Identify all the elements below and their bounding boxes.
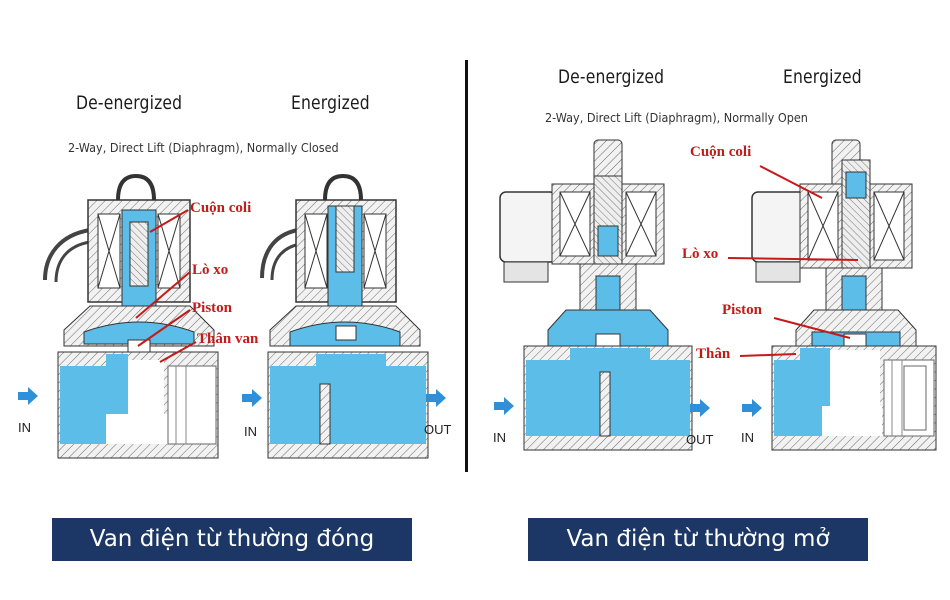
no-heading-deenergized: De-energized — [558, 66, 665, 88]
no-out-arrow — [690, 399, 710, 417]
no-callout-piston: Piston — [722, 302, 763, 318]
nc-heading-energized: Energized — [291, 92, 370, 114]
no-subtitle: 2-Way, Direct Lift (Diaphragm), Normally… — [545, 110, 808, 125]
nc-callout-coil: Cuộn coli — [190, 200, 252, 216]
panel-divider — [465, 60, 468, 472]
no-callout-body: Thân — [696, 346, 731, 362]
nc-valve-deenergized — [43, 173, 219, 459]
nc-caption: Van điện từ thường đóng — [52, 518, 412, 561]
no-in-arrow-a — [494, 397, 514, 415]
nc-callout-spring: Lò xo — [192, 262, 229, 278]
no-flow-in-a: IN — [493, 430, 506, 445]
no-heading-energized: Energized — [783, 66, 862, 88]
nc-coil-leader — [149, 209, 189, 233]
nc-out-arrow — [426, 389, 446, 407]
nc-flow-in-b: IN — [244, 424, 257, 439]
nc-callout-body: Thân van — [197, 331, 259, 347]
no-coil-leader — [759, 165, 823, 199]
nc-body-leader — [159, 341, 197, 363]
no-spring-leader — [727, 257, 859, 261]
no-caption: Van điện từ thường mở — [528, 518, 868, 561]
no-valve-energized — [751, 139, 937, 451]
no-flow-out: OUT — [686, 432, 714, 447]
nc-piston-leader — [137, 309, 191, 347]
nc-heading-deenergized: De-energized — [76, 92, 183, 114]
nc-flow-out: OUT — [424, 422, 452, 437]
nc-valve-energized — [260, 173, 429, 459]
nc-subtitle: 2-Way, Direct Lift (Diaphragm), Normally… — [68, 140, 339, 155]
nc-flow-in-a: IN — [18, 420, 31, 435]
no-flow-in-b: IN — [741, 430, 754, 445]
no-piston-leader — [773, 317, 851, 339]
nc-spring-leader — [135, 271, 191, 319]
no-valve-deenergized — [499, 139, 693, 451]
no-callout-spring: Lò xo — [682, 246, 719, 262]
nc-in-arrow-a — [18, 387, 38, 405]
nc-in-arrow-b — [242, 389, 262, 407]
no-callout-coil: Cuộn coli — [690, 144, 752, 160]
no-body-leader — [739, 353, 797, 357]
nc-callout-piston: Piston — [192, 300, 233, 316]
no-in-arrow-b — [742, 399, 762, 417]
